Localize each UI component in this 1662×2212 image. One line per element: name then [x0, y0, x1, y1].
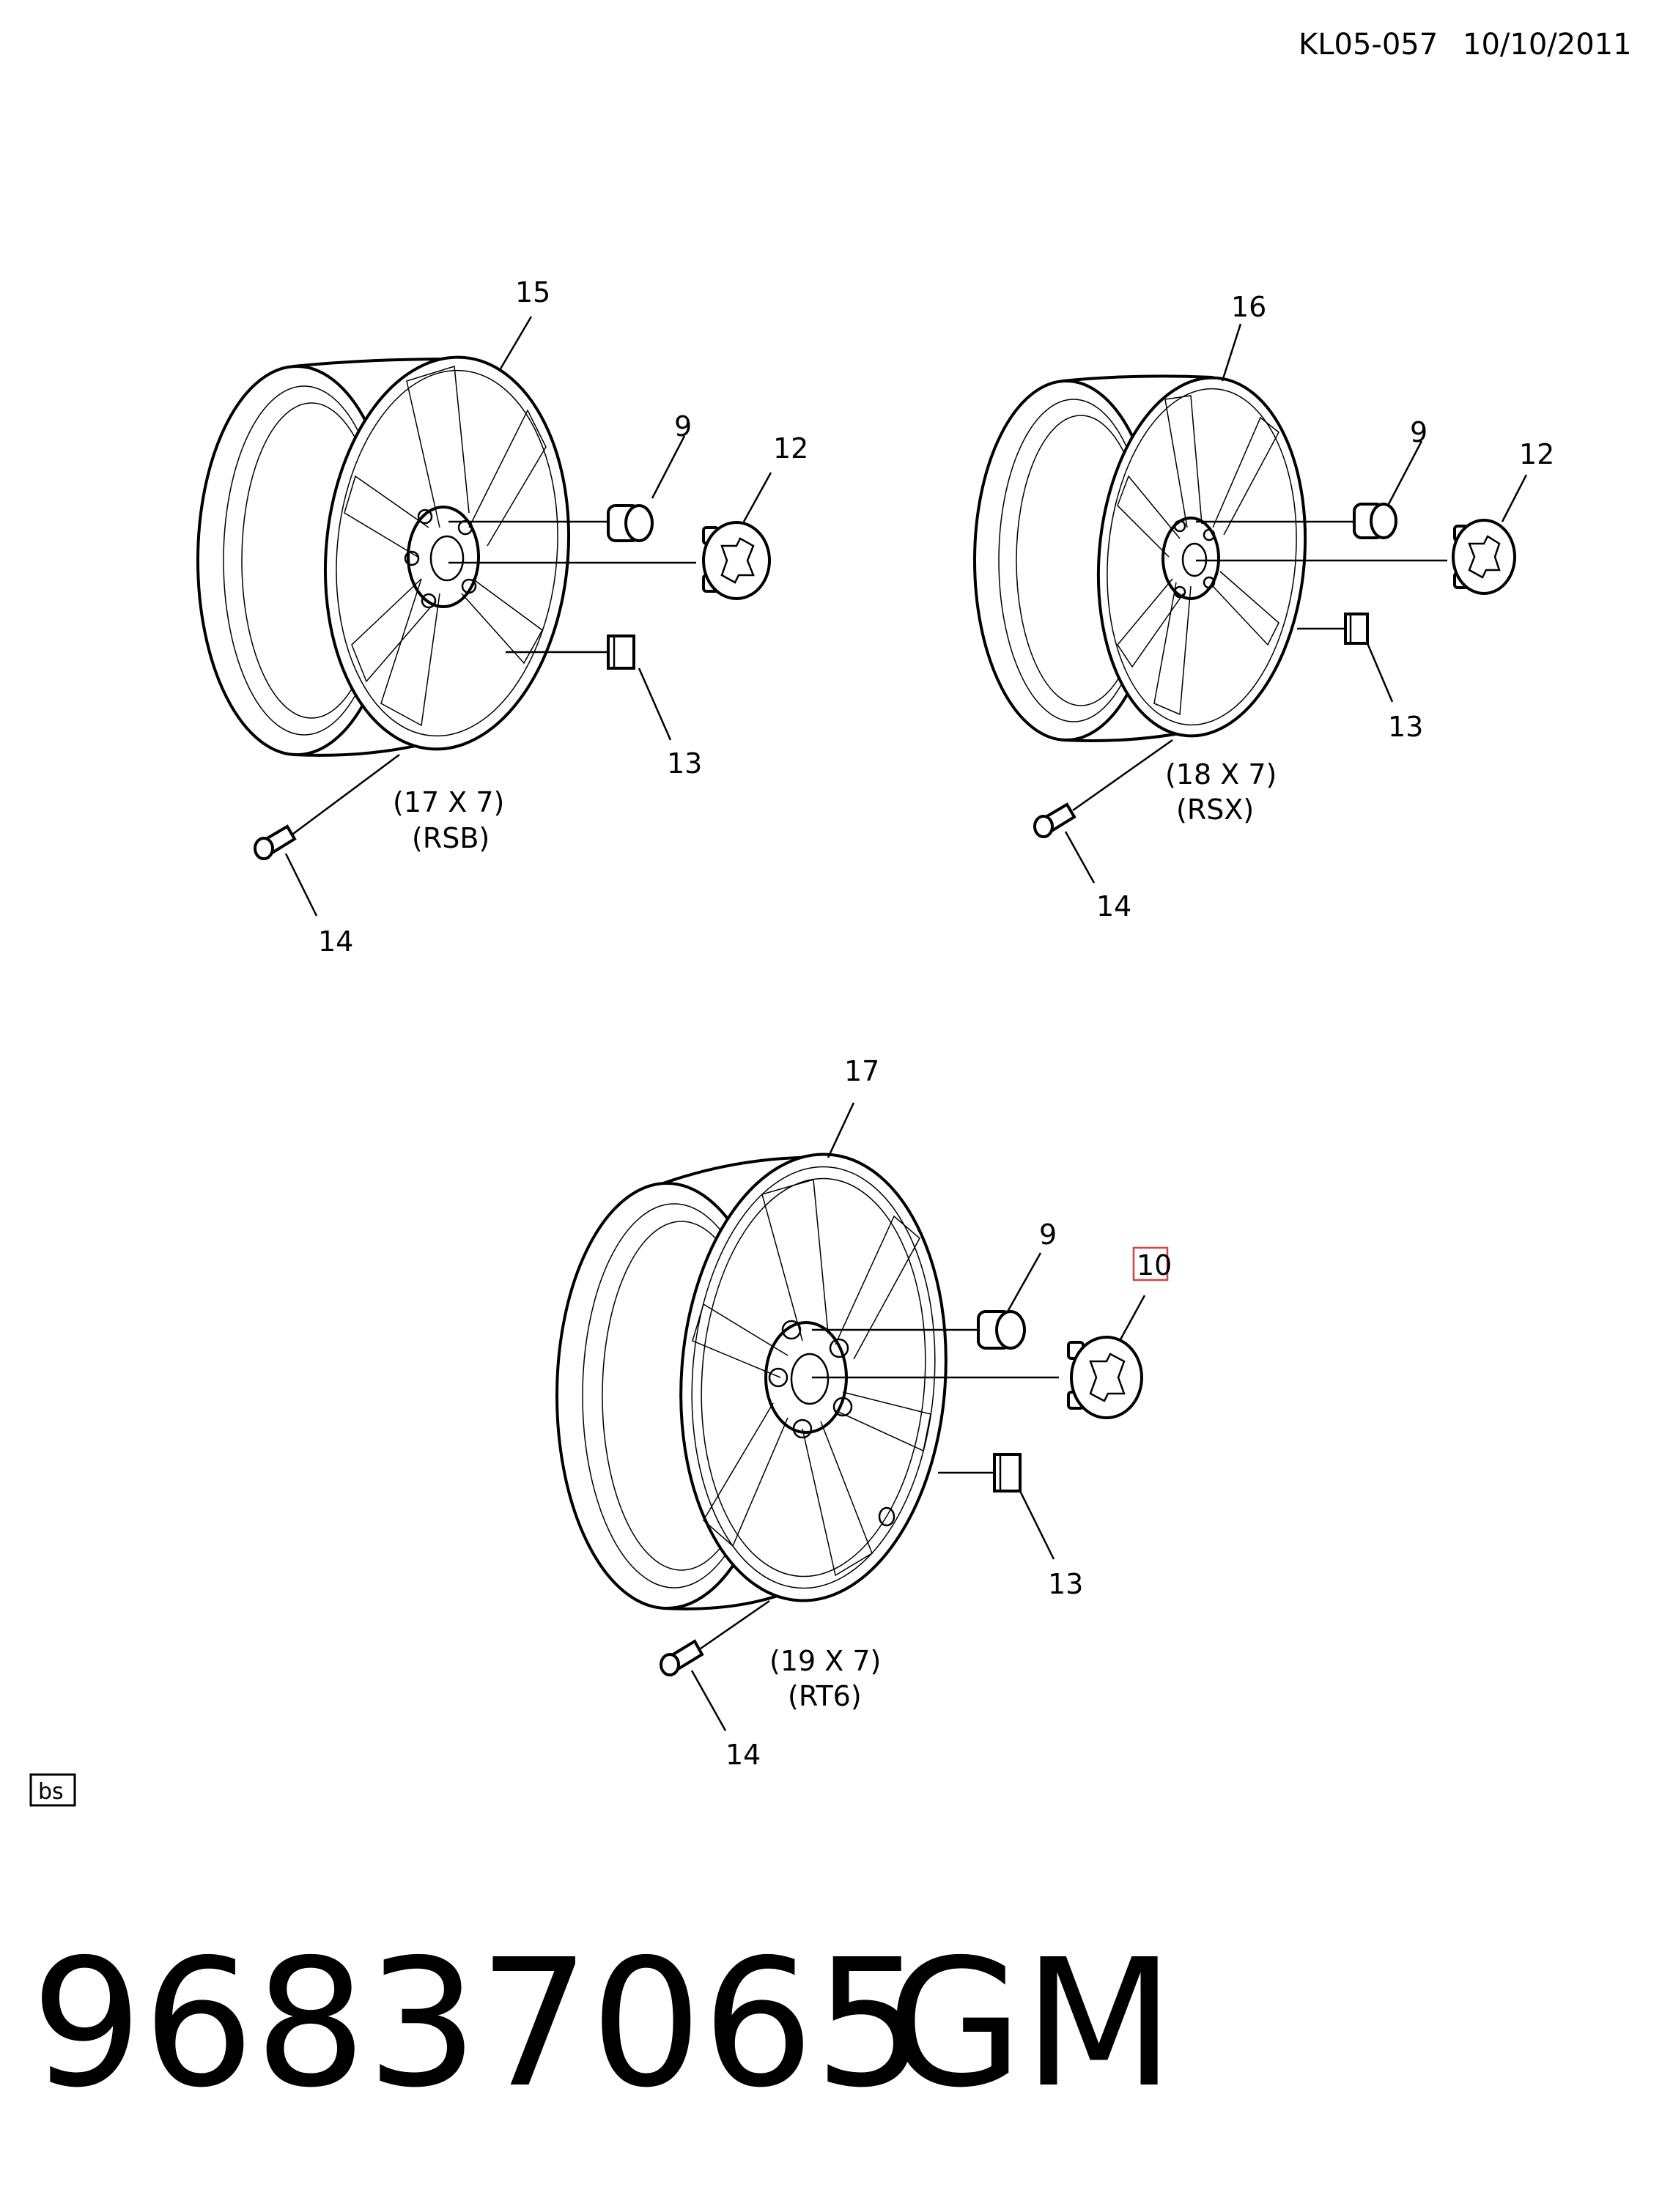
- wheel-weight-icon: [993, 1453, 1022, 1492]
- code-rt6: (RT6): [788, 1680, 862, 1712]
- callout-17: 17: [844, 1055, 879, 1087]
- callout-14-a: 14: [318, 925, 353, 958]
- callout-12-a: 12: [773, 432, 808, 465]
- callout-13-a: 13: [667, 747, 702, 780]
- valve-stem-icon: [660, 1639, 704, 1676]
- callout-9-c: 9: [1039, 1218, 1057, 1251]
- size-rt6: (19 X 7): [769, 1645, 881, 1677]
- callout-10-highlight-box: [1132, 1246, 1169, 1281]
- callout-14-c: 14: [725, 1739, 761, 1771]
- lug-nut-icon: [607, 504, 654, 542]
- wheel-weight-icon: [607, 635, 635, 670]
- wheel-18x7-assembly: 16 9 12 13 14 (18 X 7) (RSX): [973, 291, 1554, 922]
- callout-15: 15: [515, 276, 550, 308]
- part-number: 96837065: [31, 1921, 926, 2126]
- code-rsb: (RSB): [412, 822, 490, 854]
- callout-9-b: 9: [1410, 416, 1428, 448]
- wheel-17x7-drawing: [196, 355, 571, 757]
- size-rsx: (18 X 7): [1165, 758, 1277, 791]
- valve-stem-icon: [254, 824, 297, 860]
- lug-nut-icon: [977, 1310, 1026, 1350]
- stamp-text: bs: [38, 1779, 64, 1805]
- callout-13-c: 13: [1048, 1568, 1083, 1600]
- brand: GM: [887, 1921, 1175, 2126]
- lug-nut-icon: [1353, 503, 1397, 539]
- doc-ref: KL05-057: [1299, 28, 1438, 62]
- center-cap-icon: [1452, 519, 1516, 595]
- valve-stem-icon: [1033, 802, 1076, 838]
- doc-date: 10/10/2011: [1463, 28, 1632, 62]
- callout-9-a: 9: [674, 410, 692, 443]
- callout-10: 10: [1137, 1249, 1172, 1281]
- wheel-weight-icon: [1344, 613, 1369, 645]
- code-rsx: (RSX): [1176, 794, 1254, 826]
- wheel-17x7-assembly: 15 9 12 13 14 (17 X 7) (RSB): [196, 276, 808, 958]
- wheel-18x7-drawing: [973, 374, 1307, 742]
- size-rsb: (17 X 7): [393, 786, 504, 818]
- callout-12-b: 12: [1519, 438, 1554, 470]
- center-cap-icon: [702, 521, 771, 600]
- callout-14-b: 14: [1096, 890, 1131, 922]
- wheel-19x7-assembly: 17 9 10 13 14 (19 X 7) (RT6): [555, 1055, 1172, 1771]
- center-cap-icon: [1067, 1336, 1143, 1419]
- callout-16: 16: [1231, 291, 1266, 323]
- stamp-box: [29, 1773, 76, 1807]
- callout-13-b: 13: [1388, 711, 1423, 743]
